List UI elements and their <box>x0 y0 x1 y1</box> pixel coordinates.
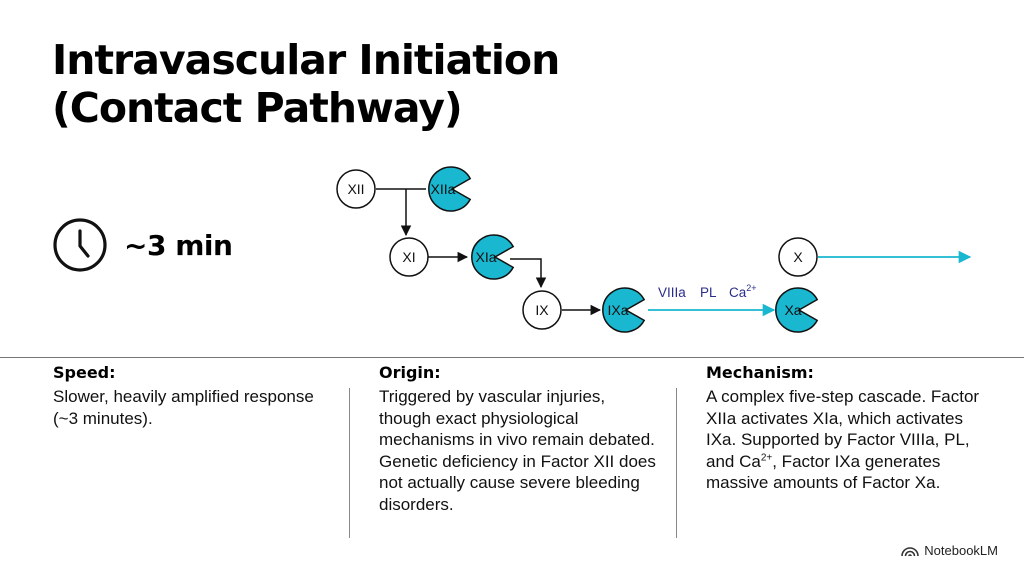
factor-xa: Xa <box>775 287 819 333</box>
coagulation-cascade-diagram: XII XI IX X XIIa XIa IXa Xa VIIIa PL Ca2… <box>336 166 972 333</box>
duration-indicator: ~3 min <box>52 217 233 273</box>
factor-xi: XI <box>389 237 429 277</box>
section-divider <box>0 357 1024 358</box>
factor-xii: XII <box>336 169 376 209</box>
factor-ixa-label: IXa <box>607 302 628 318</box>
notebooklm-logo-icon <box>901 546 920 556</box>
brand-watermark: NotebookLM <box>901 543 998 558</box>
calcium-charge: 2+ <box>746 283 756 293</box>
speed-text: Slower, heavily amplified response (~3 m… <box>53 387 314 428</box>
mechanism-text-part2: , Factor IXa generates massive amounts o… <box>706 451 941 493</box>
factor-x: X <box>778 237 818 277</box>
mechanism-column: Mechanism: A complex five-step cascade. … <box>706 362 986 494</box>
title-line-1: Intravascular Initiation <box>52 36 560 84</box>
factor-x-label: X <box>793 249 803 265</box>
calcium-symbol: Ca <box>729 285 747 300</box>
factor-ix: IX <box>522 290 562 330</box>
column-divider-1 <box>349 388 350 538</box>
origin-column: Origin: Triggered by vascular injuries, … <box>379 362 659 515</box>
brand-label: NotebookLM <box>924 543 998 558</box>
mechanism-text-superscript: 2+ <box>760 451 773 463</box>
factor-xia-label: XIa <box>475 249 496 265</box>
factor-xii-label: XII <box>347 181 364 197</box>
duration-label: ~3 min <box>124 228 233 262</box>
mechanism-text-part1: A complex five-step cascade. Factor XIIa… <box>706 387 980 471</box>
cofactor-viiia: VIIIa <box>658 285 686 300</box>
origin-text: Triggered by vascular injuries, though e… <box>379 387 656 514</box>
factor-xa-label: Xa <box>784 302 801 318</box>
factor-xia: XIa <box>471 234 515 280</box>
speed-heading: Speed: <box>53 363 116 382</box>
factor-ix-label: IX <box>535 302 549 318</box>
factor-xiia-label: XIIa <box>431 181 456 197</box>
factor-xi-label: XI <box>402 249 415 265</box>
origin-heading: Origin: <box>379 363 441 382</box>
column-divider-2 <box>676 388 677 538</box>
factor-ixa: IXa <box>602 287 646 333</box>
page-title: Intravascular Initiation (Contact Pathwa… <box>52 36 560 132</box>
cofactor-annotation: VIIIa PL Ca2+ <box>658 283 757 300</box>
title-line-2: (Contact Pathway) <box>52 84 463 132</box>
cofactor-calcium: Ca2+ <box>729 283 757 300</box>
factor-xiia: XIIa <box>428 166 472 212</box>
speed-column: Speed: Slower, heavily amplified respons… <box>53 362 343 429</box>
mechanism-text: A complex five-step cascade. Factor XIIa… <box>706 386 986 494</box>
arrow-xia-to-ix <box>510 258 547 289</box>
clock-icon <box>53 218 107 272</box>
mechanism-heading: Mechanism: <box>706 363 814 382</box>
cofactor-pl: PL <box>700 285 717 300</box>
